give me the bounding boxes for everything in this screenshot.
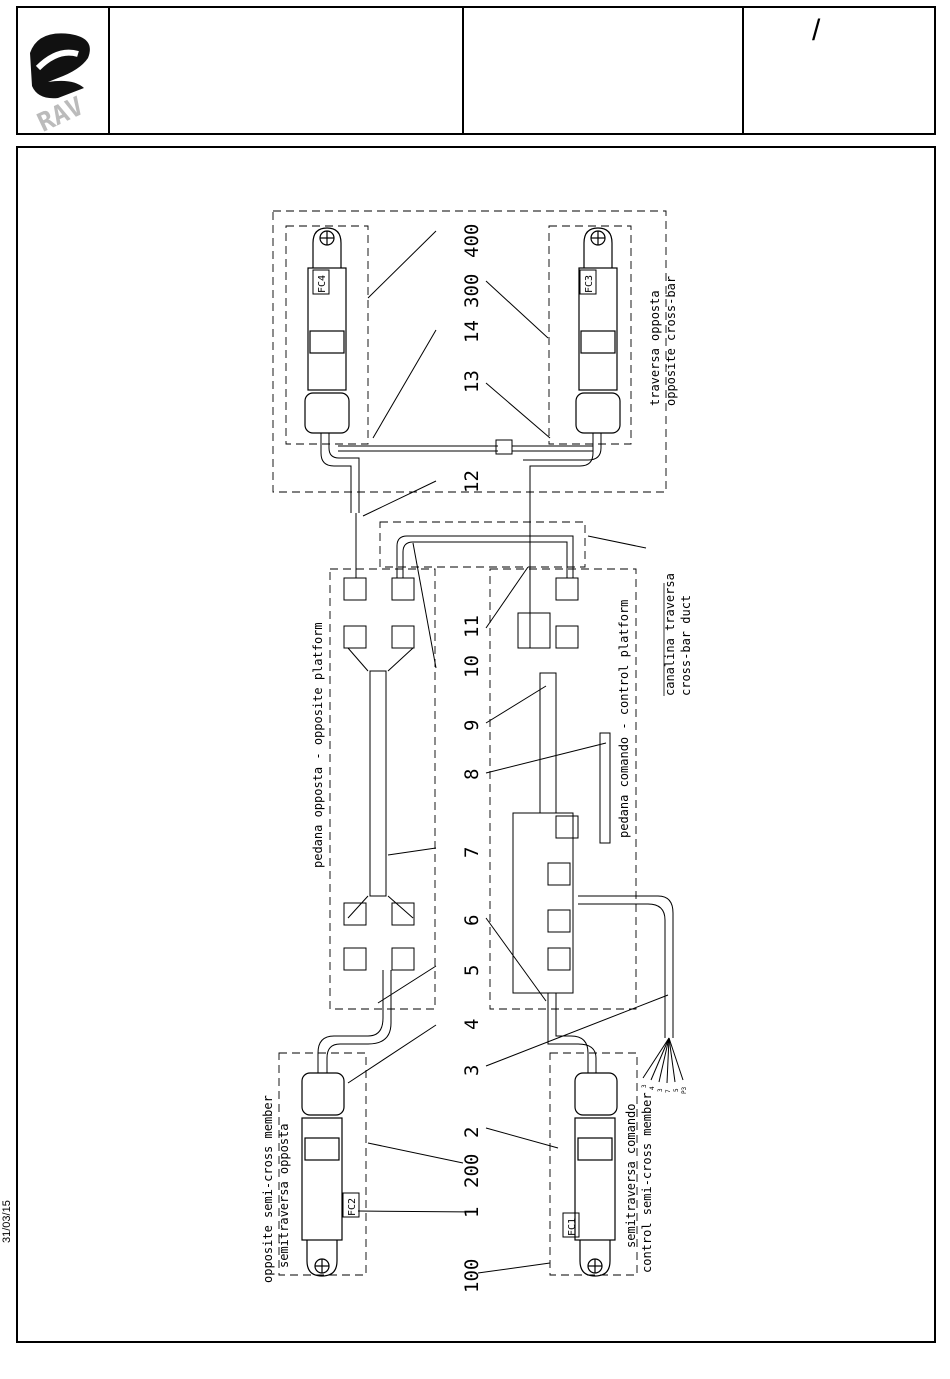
callout-3: 3 <box>461 1065 483 1076</box>
switch-fc4 <box>304 227 350 434</box>
title-cell-1 <box>108 8 464 133</box>
label-control-platform: pedana comando - control platform <box>617 600 631 838</box>
title-cell-2 <box>462 8 744 133</box>
revision-mark: / <box>812 14 821 47</box>
wire-label-4: 7 <box>665 1089 672 1093</box>
logo-text: RAV <box>33 92 88 133</box>
callout-5: 5 <box>461 965 483 976</box>
callout-10: 10 <box>461 655 483 678</box>
title-block: RAV / <box>16 6 936 139</box>
callout-7: 7 <box>461 847 483 858</box>
drawing-frame: 100 1 200 2 3 4 5 6 7 8 9 10 11 12 13 14… <box>16 146 936 1343</box>
switch-label-fc4: FC4 <box>317 275 328 293</box>
control-platform-box <box>489 568 637 1010</box>
callout-200: 200 <box>461 1154 483 1188</box>
wire-label-6: P3 <box>681 1086 688 1094</box>
callout-6: 6 <box>461 915 483 926</box>
date-stamp: 31/03/15 <box>1 1200 13 1243</box>
callout-11: 11 <box>461 615 483 638</box>
label-cross-bar-duct-it: canalina traversa <box>663 573 677 696</box>
cross-bar-box <box>272 210 667 493</box>
fc1-box <box>549 1052 638 1276</box>
fc2-box <box>278 1052 367 1276</box>
callout-2: 2 <box>461 1127 483 1138</box>
label-opposite-cross-bar-en: opposite cross-bar <box>664 276 678 406</box>
callout-9: 9 <box>461 720 483 731</box>
opposite-platform-box <box>329 568 436 1010</box>
callout-1: 1 <box>461 1207 483 1218</box>
duct-box <box>379 521 586 568</box>
callout-8: 8 <box>461 769 483 780</box>
callout-14: 14 <box>461 320 483 343</box>
label-opposite-semi-cross-it: semitraversa opposta <box>277 1124 291 1269</box>
switch-label-fc2: FC2 <box>347 1198 358 1216</box>
label-control-semi-cross-en: control semi-cross member <box>640 1092 654 1273</box>
switch-label-fc3: FC3 <box>584 275 595 293</box>
fc4-box <box>285 225 369 445</box>
logo-cell: RAV <box>18 8 110 139</box>
callout-13: 13 <box>461 370 483 393</box>
fc3-box <box>548 225 632 445</box>
label-opposite-semi-cross-en: opposite semi-cross member <box>261 1095 275 1283</box>
callout-12: 12 <box>461 470 483 493</box>
switch-fc3 <box>575 227 621 434</box>
switch-label-fc1: FC1 <box>567 1218 578 1236</box>
wire-label-5: 5 <box>673 1088 680 1092</box>
callout-400: 400 <box>461 224 483 258</box>
callout-100: 100 <box>461 1259 483 1293</box>
label-cross-bar-duct-en: cross-bar duct <box>679 595 693 696</box>
revision-cell: / <box>742 8 934 133</box>
label-opposite-platform: pedana opposta - opposite platform <box>311 622 325 868</box>
switch-fc2 <box>301 1072 345 1277</box>
callout-4: 4 <box>461 1019 483 1030</box>
label-control-semi-cross-it: semitraversa comando <box>624 1104 638 1249</box>
wire-label-2: 4 <box>649 1086 656 1090</box>
callout-300: 300 <box>461 274 483 308</box>
switch-fc1 <box>574 1072 618 1277</box>
rav-logo: RAV <box>30 33 90 139</box>
wire-label-1: 3 <box>641 1084 648 1088</box>
label-opposite-cross-bar-it: traversa opposta <box>648 290 662 406</box>
wiring-diagram: 100 1 200 2 3 4 5 6 7 8 9 10 11 12 13 14… <box>261 210 693 1293</box>
wire-label-3: 3 <box>657 1088 664 1092</box>
